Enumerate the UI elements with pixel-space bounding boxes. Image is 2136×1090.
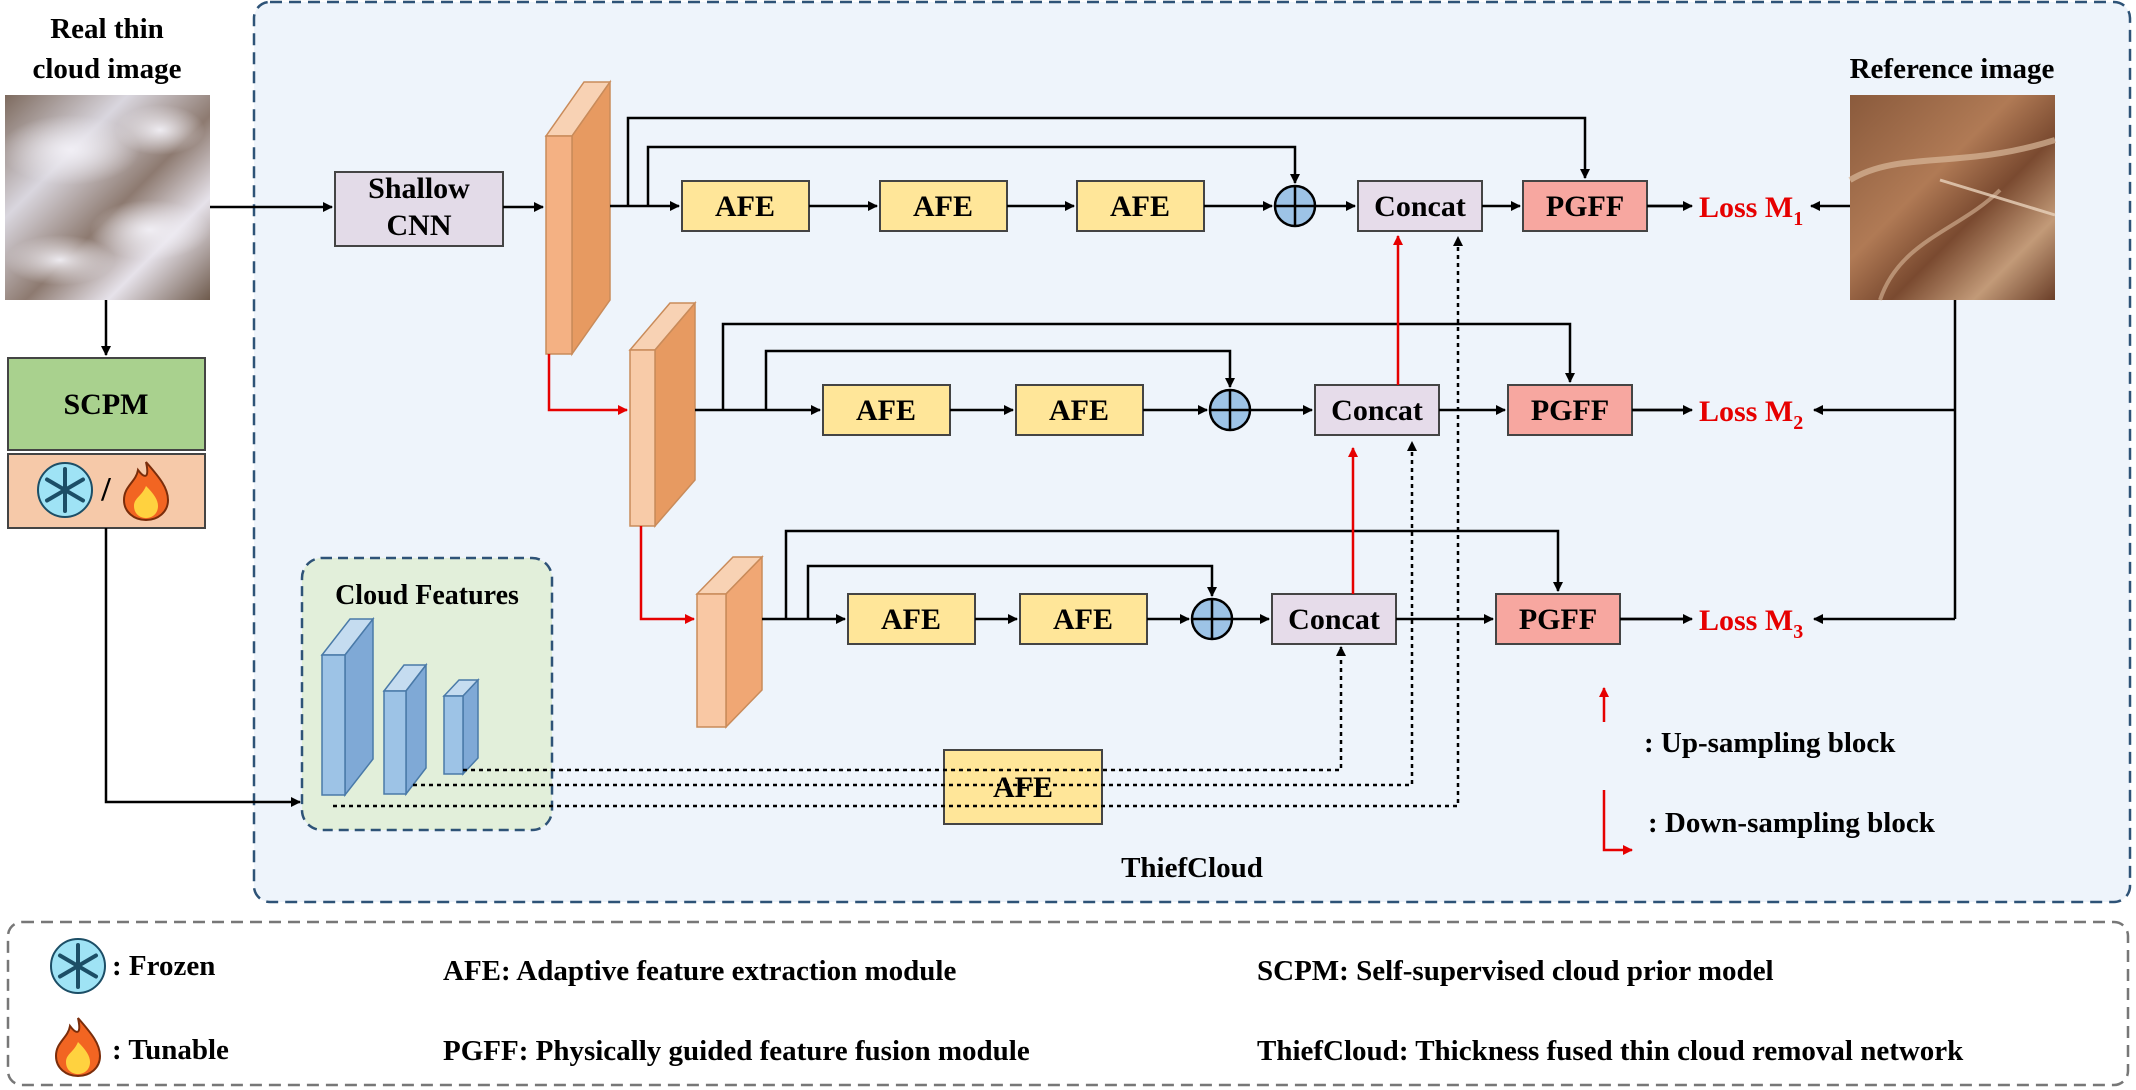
legend-afe: AFE: Adaptive feature extraction module xyxy=(443,955,956,987)
upsampling-legend: : Up-sampling block xyxy=(1644,727,1896,759)
pgff-box-r1 xyxy=(1522,180,1648,232)
reference-title: Reference image xyxy=(1850,53,2055,85)
connections xyxy=(101,116,1957,807)
afe-label: AFE xyxy=(856,394,916,427)
loss-label-3: Loss M3 xyxy=(1699,604,1803,643)
reference-image xyxy=(1848,95,2056,301)
input-cloud-image xyxy=(0,95,210,300)
sampling-arrows xyxy=(547,235,1633,855)
flame-icon xyxy=(122,461,170,522)
afe-label: AFE xyxy=(881,603,941,636)
pgff-box-r2 xyxy=(1507,384,1633,436)
afe-box-r2-2 xyxy=(1015,384,1144,436)
afe-label: AFE xyxy=(1049,394,1109,427)
afe-label: AFE xyxy=(1053,603,1113,636)
pgff-label: PGFF xyxy=(1519,603,1597,636)
afe-label: AFE xyxy=(993,771,1053,804)
freeze-slash: / xyxy=(100,471,111,508)
afe-label: AFE xyxy=(913,190,973,223)
loss-label-1: Loss M1 xyxy=(1699,191,1803,230)
concat-box-r3 xyxy=(1271,593,1397,645)
legend-scpm: SCPM: Self-supervised cloud prior model xyxy=(1257,955,1774,987)
cloud-feature-bar-small xyxy=(442,678,480,776)
downsampling-legend: : Down-sampling block xyxy=(1648,807,1936,839)
concat-label: Concat xyxy=(1331,394,1423,427)
pgff-label: PGFF xyxy=(1531,394,1609,427)
loss-arrows xyxy=(1620,201,1693,624)
legend-pgff: PGFF: Physically guided feature fusion m… xyxy=(443,1035,1030,1067)
shallow-cnn-box xyxy=(334,171,504,247)
afe-box-r3-1 xyxy=(847,593,976,645)
plus-circle-icon xyxy=(1190,597,1234,641)
input-title-line1: Real thin xyxy=(50,13,164,45)
concat-label: Concat xyxy=(1374,190,1466,223)
flame-icon xyxy=(54,1017,102,1078)
thiefcloud-title: ThiefCloud xyxy=(1121,852,1263,884)
afe-box-r1-2 xyxy=(879,180,1008,232)
afe-box-r3-2 xyxy=(1019,593,1148,645)
pgff-label: PGFF xyxy=(1546,190,1624,223)
afe-box-cloud xyxy=(943,749,1103,825)
shallow-cnn-line2: CNN xyxy=(387,209,452,242)
scpm-box xyxy=(7,357,206,451)
afe-box-r1-3 xyxy=(1076,180,1205,232)
afe-label: AFE xyxy=(1110,190,1170,223)
dotted-connections xyxy=(333,236,1463,808)
feature-bar-level2 xyxy=(628,300,697,529)
legend-tunable: : Tunable xyxy=(112,1034,229,1066)
feature-bar-level1 xyxy=(544,79,612,357)
afe-label: AFE xyxy=(715,190,775,223)
plus-circle-icon xyxy=(1208,388,1252,432)
feature-bar-level3 xyxy=(695,555,764,729)
cloud-feature-bar-large xyxy=(320,616,375,798)
concat-label: Concat xyxy=(1288,603,1380,636)
cloud-features-title: Cloud Features xyxy=(335,580,519,611)
input-title-line2: cloud image xyxy=(32,53,181,85)
concat-box-r2 xyxy=(1314,384,1440,436)
pgff-box-r3 xyxy=(1495,593,1621,645)
loss-label-2: Loss M2 xyxy=(1699,395,1803,434)
shallow-cnn-line1: Shallow xyxy=(368,172,470,205)
scpm-label: SCPM xyxy=(64,388,149,421)
plus-circle-icon xyxy=(1273,184,1317,228)
legend-panel xyxy=(6,920,2130,1087)
snowflake-icon xyxy=(37,462,93,518)
snowflake-icon xyxy=(50,938,106,994)
legend-thiefcloud: ThiefCloud: Thickness fused thin cloud r… xyxy=(1257,1035,1964,1067)
afe-box-r2-1 xyxy=(822,384,951,436)
cloud-feature-bar-medium xyxy=(382,662,428,797)
legend-frozen: : Frozen xyxy=(112,950,215,982)
